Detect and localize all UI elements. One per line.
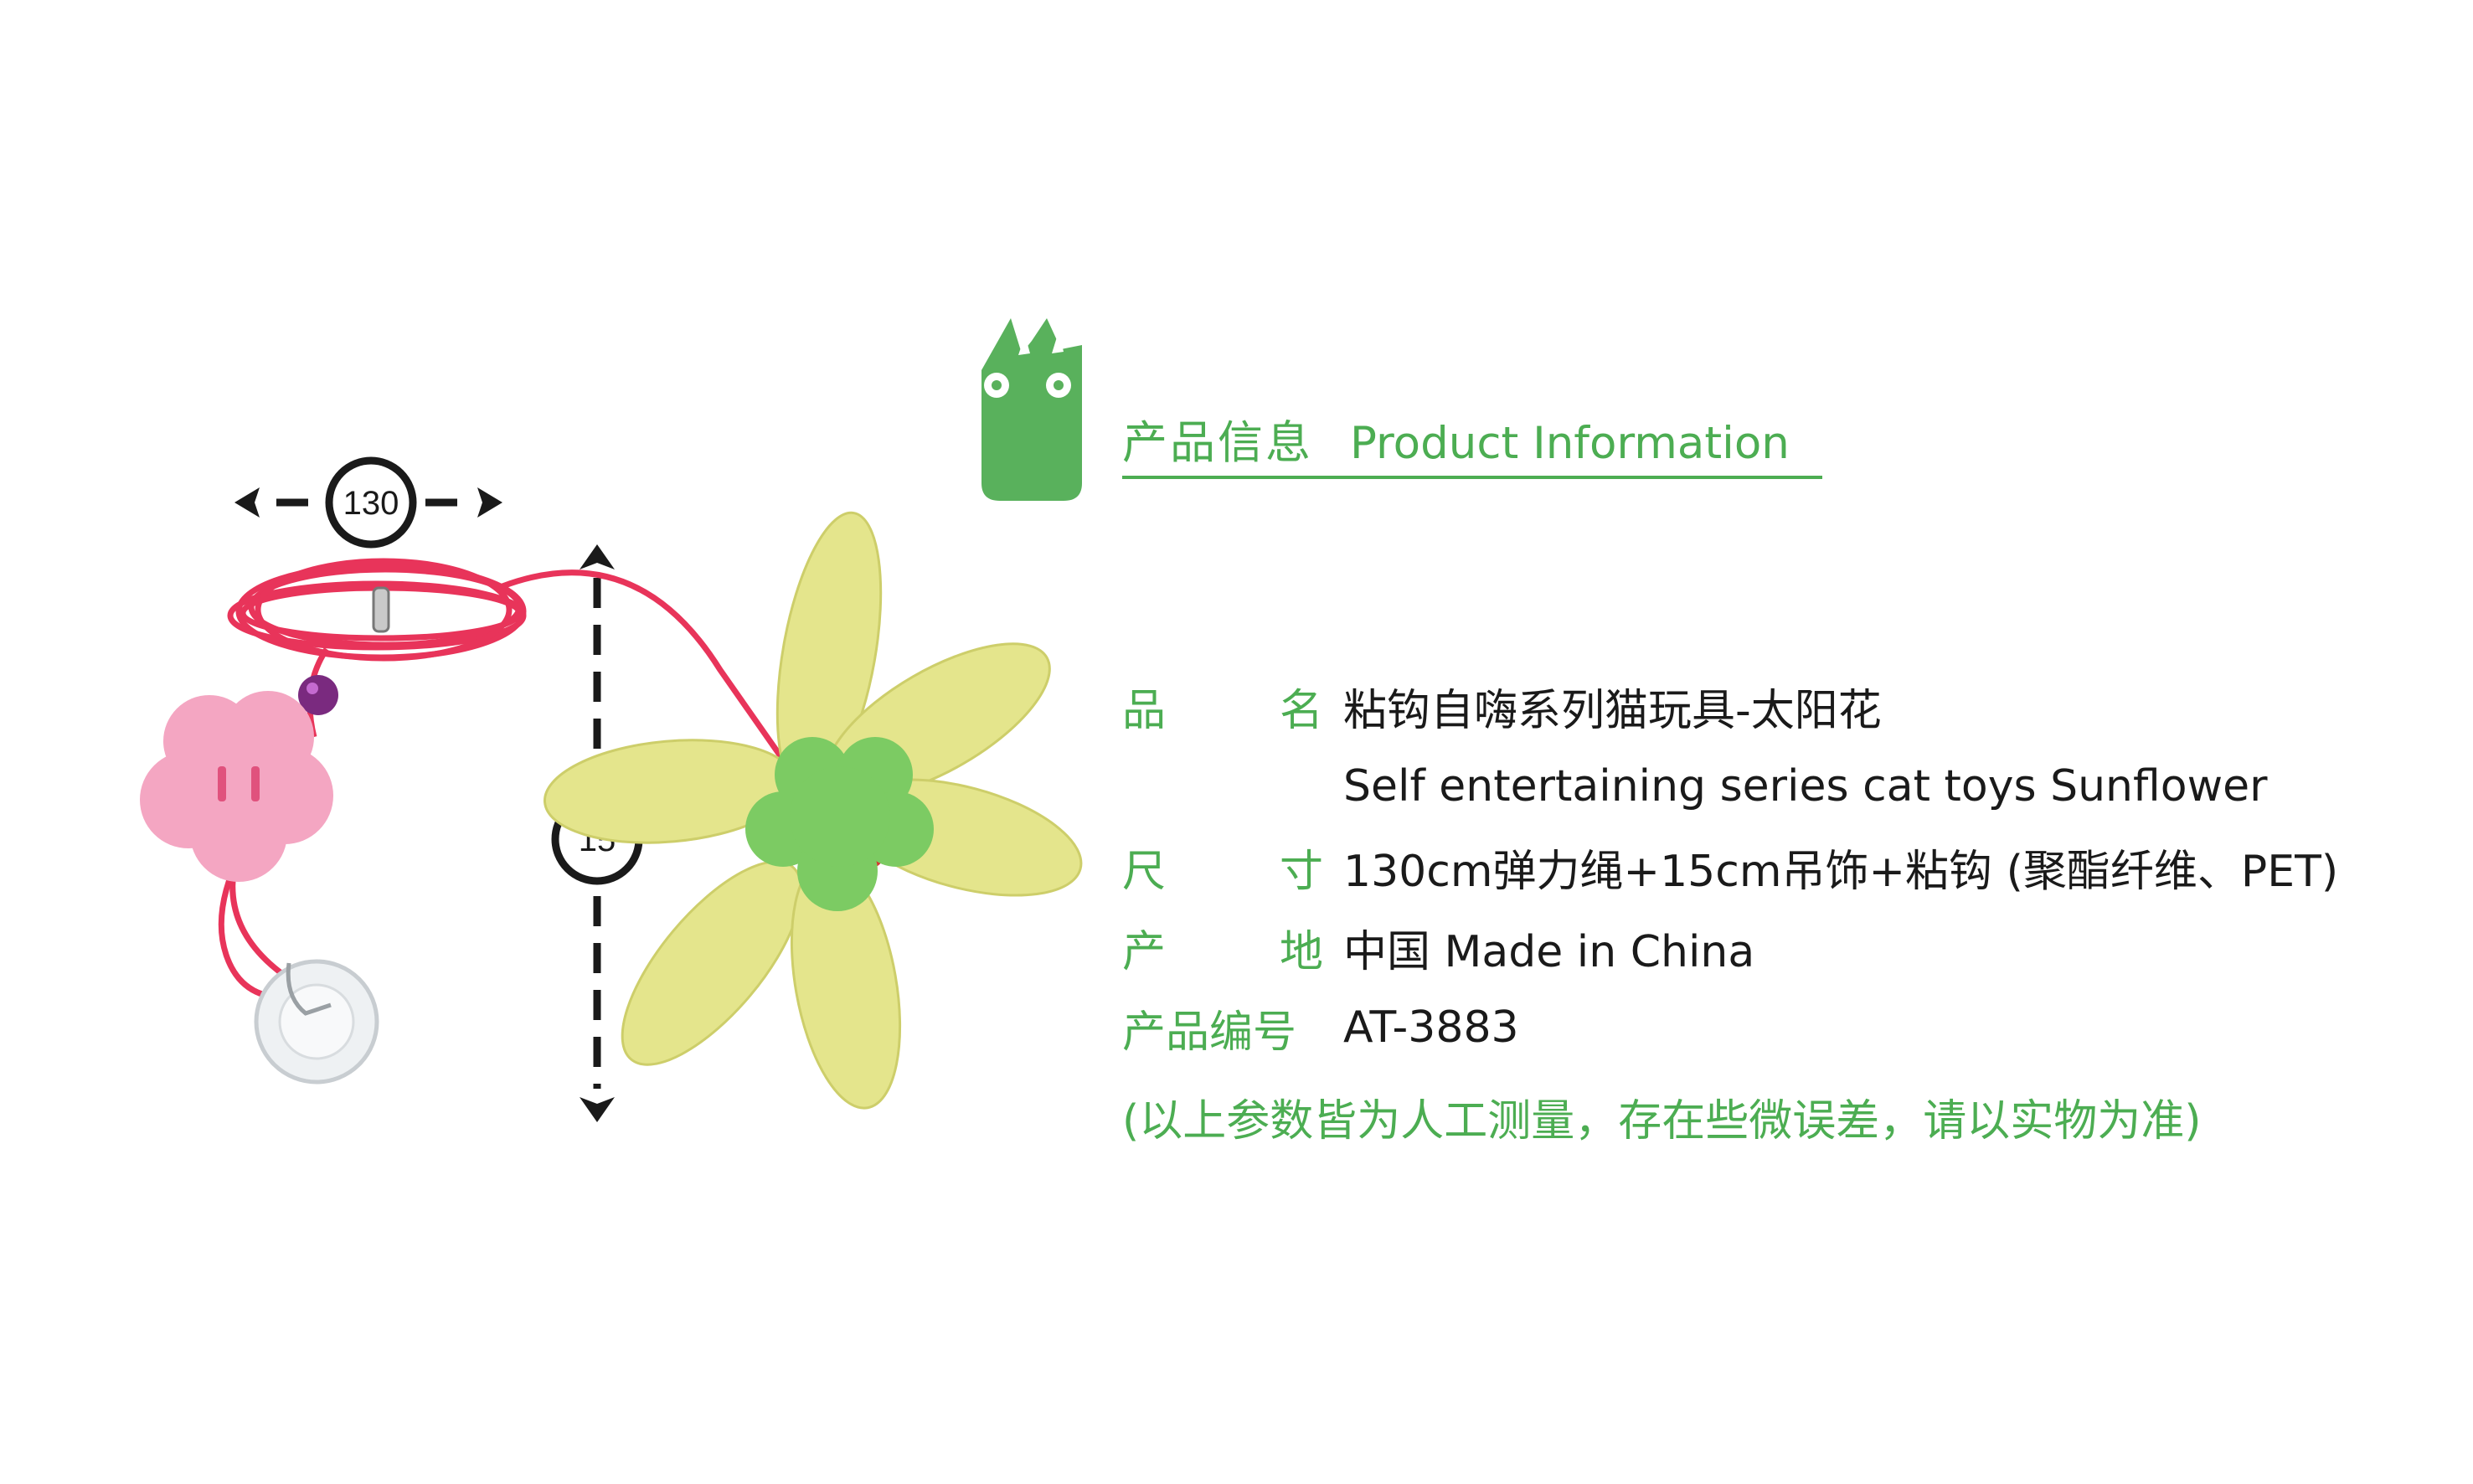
green-felt-flower xyxy=(745,737,934,911)
spec-value-size: 130cm弹力绳+15cm吊饰+粘钩 (聚酯纤维、PET) xyxy=(1343,846,2339,897)
heading-title-en: Product Information xyxy=(1350,418,1790,469)
spec-value-model: AT-3883 xyxy=(1343,1002,1519,1053)
spec-value-name-en: Self entertaining series cat toys Sunflo… xyxy=(1343,761,2268,812)
spec-row-size: 尺 寸 130cm弹力绳+15cm吊饰+粘钩 (聚酯纤维、PET) xyxy=(1122,839,2338,897)
spec-row-name-en: Self entertaining series cat toys Sunflo… xyxy=(1122,759,2267,814)
spec-row-name: 品 名 粘钩自嗨系列猫玩具-太阳花 xyxy=(1122,678,1882,736)
width-dimension-marker: 130 xyxy=(234,456,502,549)
spec-value-origin: 中国 Made in China xyxy=(1343,926,1755,977)
spec-label-origin: 产 地 xyxy=(1122,926,1323,977)
spec-label-size: 尺 寸 xyxy=(1122,846,1323,897)
spec-row-model: 产品编号 AT-3883 xyxy=(1122,1000,1519,1058)
rope-clip xyxy=(372,586,390,633)
measurement-note: (以上参数皆为人工测量，存在些微误差，请以实物为准) xyxy=(1122,1096,2202,1146)
heading-divider xyxy=(1122,476,1822,479)
section-heading: 产品信息 Product Information xyxy=(1122,405,1790,469)
heading-title-cn: 产品信息 xyxy=(1122,416,1313,469)
green-cat-mascot-icon xyxy=(981,318,1082,501)
spec-value-name-cn: 粘钩自嗨系列猫玩具-太阳花 xyxy=(1343,685,1882,736)
spec-row-origin: 产 地 中国 Made in China xyxy=(1122,920,1754,977)
product-illustration: 130 15 xyxy=(140,456,1083,1122)
width-dimension-label: 130 xyxy=(343,485,399,522)
suction-cup xyxy=(254,959,379,1085)
spec-label-model: 产品编号 xyxy=(1122,1007,1297,1058)
pink-felt-flower xyxy=(140,691,333,882)
spec-label-name: 品 名 xyxy=(1122,685,1323,736)
